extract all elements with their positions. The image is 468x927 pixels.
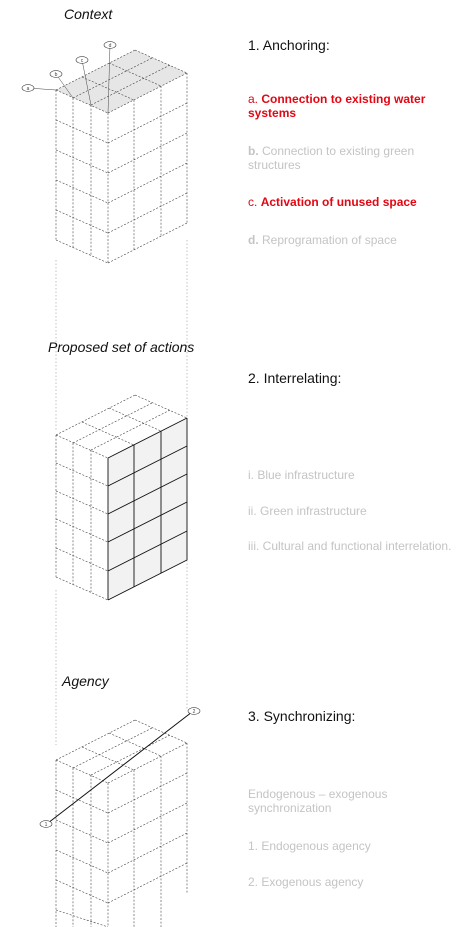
list-item-cultural: iii. Cultural and functional interrelati… [248, 539, 452, 553]
marker-1 [39, 820, 53, 828]
marker-d-label: d [109, 43, 112, 49]
marker-b [49, 70, 63, 78]
marker-b-label: b [55, 72, 58, 78]
section-label-actions: Proposed set of actions [48, 339, 195, 355]
item-text: Reprogramation of space [262, 233, 397, 247]
list-item-d: d. Reprogramation of space [248, 233, 463, 247]
actions-block [55, 394, 188, 601]
heading-synchronizing: 3. Synchronizing: [248, 708, 356, 724]
marker-c-label: c [81, 58, 84, 64]
heading-interrelating: 2. Interrelating: [248, 370, 342, 386]
list-item-green: ii. Green infrastructure [248, 504, 367, 518]
heading-anchoring: 1. Anchoring: [248, 37, 330, 53]
marker-a [21, 84, 35, 92]
list-item-exogenous: 2. Exogenous agency [248, 875, 364, 889]
context-block: a b c d [21, 41, 188, 264]
marker-c [75, 56, 89, 64]
list-item-endogenous: 1. Endogenous agency [248, 839, 371, 853]
marker-a-label: a [27, 86, 30, 92]
list-item-endo-exo: Endogenous – exogenous synchronization [248, 787, 388, 815]
item-text: Connection to existing green structures [248, 144, 415, 172]
item-prefix: c. [248, 195, 258, 209]
marker-d [103, 41, 117, 49]
section-label-context: Context [64, 6, 113, 22]
item-prefix: a. [248, 92, 259, 106]
list-item-b: b. Connection to existing green structur… [248, 144, 463, 172]
list-item-blue: i. Blue infrastructure [248, 468, 355, 482]
marker-1-label: 1 [45, 822, 48, 828]
list-item-a: a. Connection to existing water systems [248, 92, 463, 120]
item-prefix: b. [248, 144, 259, 158]
agency-block: 1 2 [39, 707, 201, 927]
marker-2-label: 2 [193, 709, 196, 715]
item-prefix: d. [248, 233, 259, 247]
marker-2 [187, 707, 201, 715]
section-label-agency: Agency [62, 673, 109, 689]
item-text: Connection to existing water systems [248, 92, 426, 120]
item-text: Activation of unused space [260, 195, 417, 209]
list-item-c: c. Activation of unused space [248, 195, 463, 209]
